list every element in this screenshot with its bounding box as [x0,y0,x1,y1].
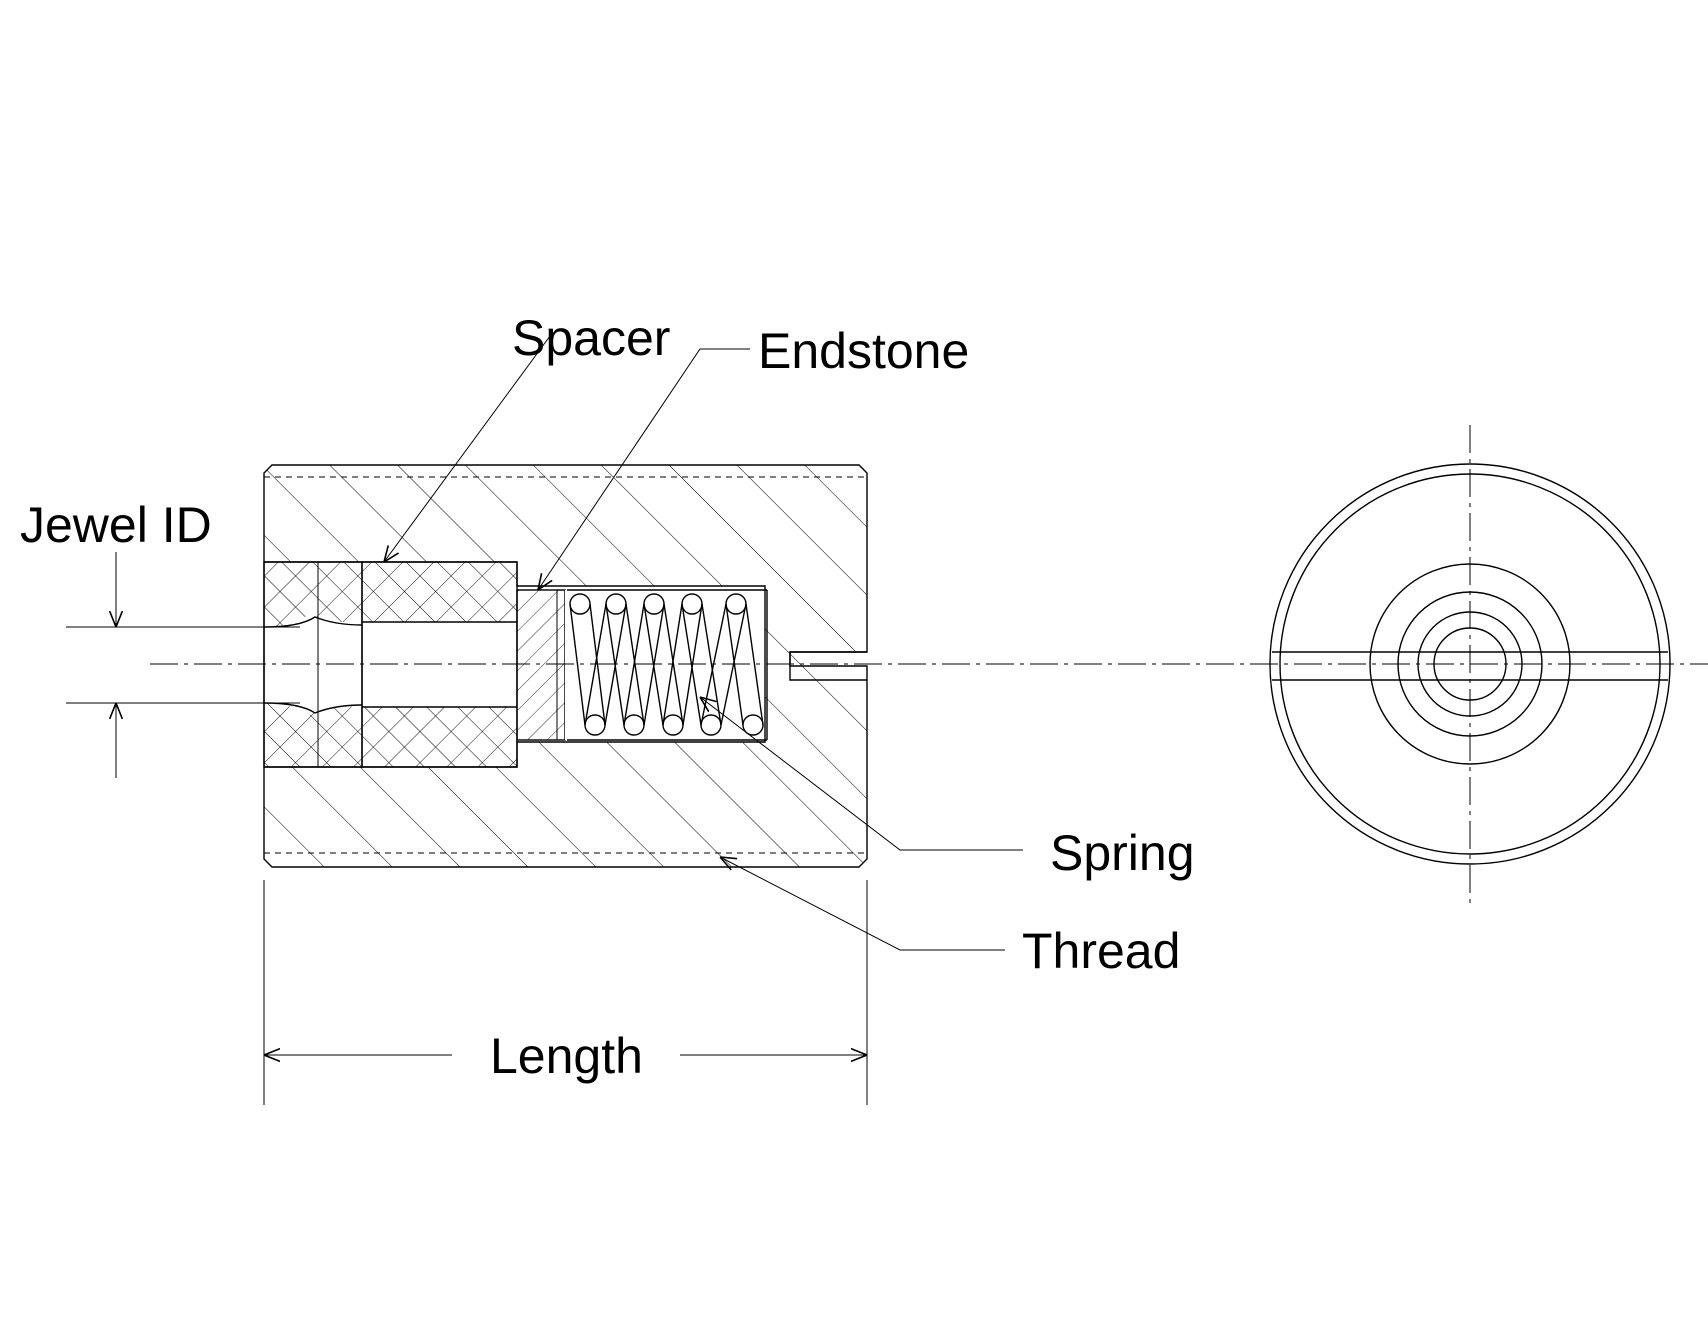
length-label: Length [490,1028,643,1084]
spring-label: Spring [1050,825,1195,881]
spring [565,589,768,741]
thread-label: Thread [1022,923,1180,979]
spacer [361,561,518,768]
end-view [1269,425,1671,905]
length-dimension [263,880,868,1105]
jewel-id-label: Jewel ID [20,497,212,553]
body-outline [263,464,868,868]
body-section [264,465,867,867]
end-slot [789,651,867,681]
section-view [150,464,1708,868]
endstone [516,589,566,741]
endstone-label: Endstone [758,323,969,379]
spacer-label: Spacer [512,310,670,366]
jewel-id-dimension [66,552,300,778]
jewel [263,561,363,768]
leaders [384,335,1023,951]
